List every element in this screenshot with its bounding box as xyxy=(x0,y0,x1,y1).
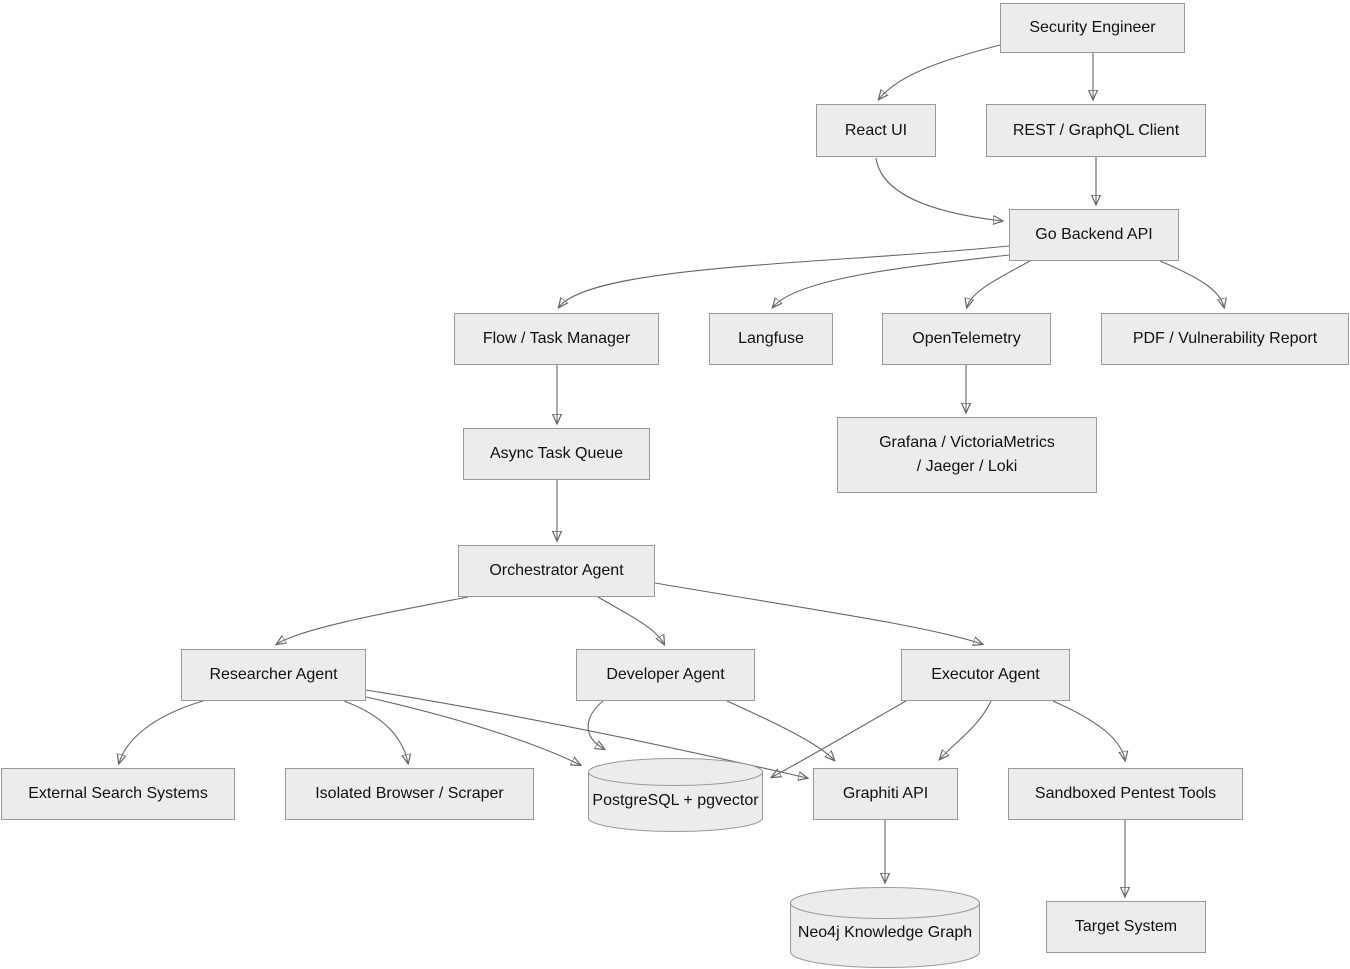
node-target-system: Target System xyxy=(1046,901,1206,953)
database-cylinder-shape xyxy=(588,758,763,832)
edge-executor-agent-to-graphiti-api xyxy=(940,700,992,759)
node-label: Neo4j Knowledge Graph xyxy=(797,924,973,941)
node-label: Isolated Browser / Scraper xyxy=(315,785,504,802)
node-label: Flow / Task Manager xyxy=(482,330,631,347)
node-label: Target System xyxy=(1074,918,1178,935)
edge-go-backend-api-to-flow-task-manager xyxy=(559,245,1010,307)
node-graphiti-api: Graphiti API xyxy=(813,768,958,820)
node-executor-agent: Executor Agent xyxy=(901,649,1070,701)
node-label: Security Engineer xyxy=(1029,19,1156,36)
node-label: Sandboxed Pentest Tools xyxy=(1034,785,1217,802)
node-label: REST / GraphQL Client xyxy=(1012,121,1180,139)
node-pdf-vulnerability-report: PDF / Vulnerability Report xyxy=(1101,313,1349,365)
node-external-search-systems: External Search Systems xyxy=(1,768,235,820)
node-grafana-stack: Grafana / VictoriaMetrics / Jaeger / Lok… xyxy=(837,417,1097,493)
edge-go-backend-api-to-pdf-vulnerability-report xyxy=(1159,260,1224,307)
node-flow-task-manager: Flow / Task Manager xyxy=(454,313,659,365)
node-label: External Search Systems xyxy=(28,785,208,802)
node-security-engineer: Security Engineer xyxy=(1000,3,1185,53)
edge-researcher-agent-to-isolated-browser-scraper xyxy=(343,700,408,763)
node-label: Langfuse xyxy=(738,330,804,347)
edge-developer-agent-to-postgresql-pgvector xyxy=(587,700,604,749)
node-label: OpenTelemetry xyxy=(912,330,1021,347)
node-label: Graphiti API xyxy=(842,785,929,802)
node-react-ui: React UI xyxy=(816,104,936,157)
node-label: Developer Agent xyxy=(606,666,725,683)
node-postgresql-pgvector: PostgreSQL + pgvector xyxy=(588,758,763,832)
node-rest-graphql-client: REST / GraphQL Client xyxy=(986,104,1206,157)
node-async-task-queue: Async Task Queue xyxy=(463,428,650,480)
node-opentelemetry: OpenTelemetry xyxy=(882,313,1051,365)
node-developer-agent: Developer Agent xyxy=(576,649,755,701)
edge-orchestrator-agent-to-executor-agent xyxy=(654,582,982,644)
node-label: Executor Agent xyxy=(931,666,1040,683)
edge-researcher-agent-to-graphiti-api xyxy=(365,689,807,778)
edge-developer-agent-to-graphiti-api xyxy=(726,700,834,760)
node-sandboxed-pentest-tools: Sandboxed Pentest Tools xyxy=(1008,768,1243,820)
node-langfuse: Langfuse xyxy=(709,313,833,365)
edge-orchestrator-agent-to-developer-agent xyxy=(597,596,664,644)
node-label: React UI xyxy=(844,121,908,139)
database-cylinder-shape xyxy=(790,887,980,968)
edge-go-backend-api-to-langfuse xyxy=(773,254,1010,307)
edge-researcher-agent-to-external-search-systems xyxy=(119,700,204,763)
node-label: Async Task Queue xyxy=(489,445,624,462)
node-go-backend-api: Go Backend API xyxy=(1009,209,1179,261)
node-isolated-browser-scraper: Isolated Browser / Scraper xyxy=(285,768,534,820)
node-label-line1: Grafana / VictoriaMetrics xyxy=(879,434,1055,451)
node-orchestrator-agent: Orchestrator Agent xyxy=(458,545,655,597)
node-label-line2: / Jaeger / Loki xyxy=(916,458,1018,475)
node-label: PDF / Vulnerability Report xyxy=(1132,330,1318,347)
edge-researcher-agent-to-postgresql-pgvector xyxy=(365,696,580,765)
node-researcher-agent: Researcher Agent xyxy=(181,649,366,701)
edge-security-engineer-to-react-ui xyxy=(879,44,1001,99)
node-label: Researcher Agent xyxy=(209,666,338,683)
node-label: Orchestrator Agent xyxy=(489,562,624,579)
edge-executor-agent-to-postgresql-pgvector xyxy=(772,700,907,777)
node-label: PostgreSQL + pgvector xyxy=(592,791,759,809)
edge-executor-agent-to-sandboxed-pentest-tools xyxy=(1052,700,1125,760)
edge-react-ui-to-go-backend-api xyxy=(875,157,1002,221)
edge-orchestrator-agent-to-researcher-agent xyxy=(277,596,469,644)
node-neo4j-knowledge-graph: Neo4j Knowledge Graph xyxy=(790,887,980,968)
edge-go-backend-api-to-opentelemetry xyxy=(967,260,1031,307)
node-label: Go Backend API xyxy=(1035,226,1153,243)
